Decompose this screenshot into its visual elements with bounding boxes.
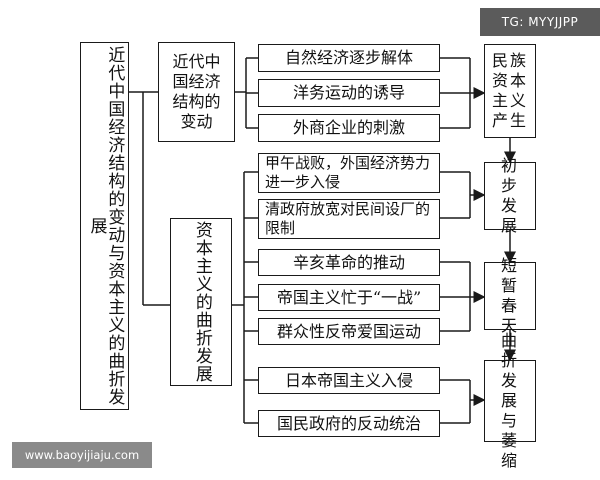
branch-economic-structure: 近代中国经济结构的变动 (158, 42, 235, 142)
stage2-item-patriotic-movement: 群众性反帝爱国运动 (258, 318, 440, 345)
item-foreign-enterprises: 外商企业的刺激 (258, 114, 440, 142)
item-natural-economy: 自然经济逐步解体 (258, 44, 440, 72)
item-westernization: 洋务运动的诱导 (258, 79, 440, 107)
stage1-result: 初步发展 (484, 156, 536, 235)
stage2-result: 短暂春天 (484, 256, 536, 335)
stage3-item-kmt-rule: 国民政府的反动统治 (258, 410, 440, 437)
stage2-item-ww1: 帝国主义忙于“一战” (258, 284, 440, 311)
root-node: 近代中国经济结构的变动与资本主义的曲折发展 (80, 42, 129, 410)
stage3-item-japan-invasion: 日本帝国主义入侵 (258, 367, 440, 394)
branch-capitalism-development: 资本主义的曲折发展 (170, 218, 232, 386)
stage1-item-qing-relax: 清政府放宽对民间设厂的限制 (258, 199, 440, 239)
stage2-item-revolution: 辛亥革命的推动 (258, 249, 440, 276)
watermark-tag: TG: MYYJJPP (480, 8, 600, 36)
stage1-item-sino-japanese: 甲午战败，外国经济势力进一步入侵 (258, 153, 440, 193)
result-emergence: 民族资本主义产生 (484, 44, 536, 138)
stage3-result: 曲折发展与萎缩 (484, 331, 536, 470)
watermark-url: www.baoyijiaju.com (12, 442, 152, 468)
